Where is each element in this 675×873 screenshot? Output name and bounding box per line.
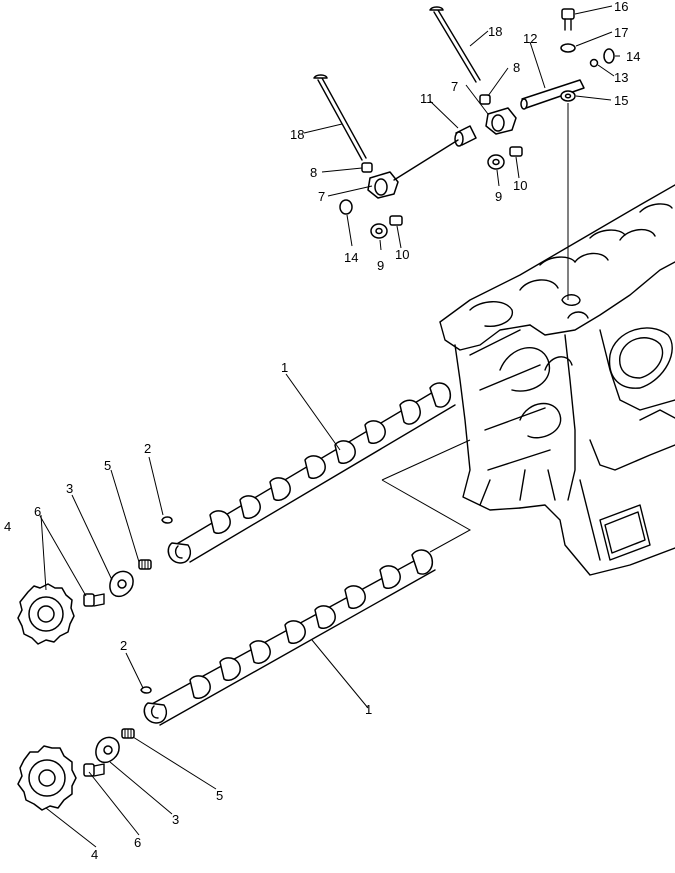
rocker-lever-left (367, 139, 459, 199)
callout-3-lower: 3 (172, 812, 179, 827)
callout-4-lower: 4 (91, 847, 98, 862)
adjust-screw-right (479, 94, 491, 105)
callout-18-right: 18 (488, 24, 502, 39)
callout-18-left: 18 (290, 127, 304, 142)
bolt-upper-6 (83, 593, 105, 607)
engine-block (439, 184, 675, 576)
callout-3-upper: 3 (66, 481, 73, 496)
callout-14-right: 14 (626, 49, 640, 64)
pin-lower-5 (121, 728, 135, 739)
callout-1-upper: 1 (281, 360, 288, 375)
callout-10-right: 10 (513, 178, 527, 193)
callout-15: 15 (614, 93, 628, 108)
pin-upper-5 (138, 559, 152, 570)
callout-8-right: 8 (513, 60, 520, 75)
pushrod-right (429, 6, 481, 83)
key-lower-2 (140, 686, 152, 694)
pin-left-10 (389, 215, 403, 226)
bushing-11 (454, 125, 477, 147)
washer-left-14 (339, 199, 353, 215)
callout-2-lower: 2 (120, 638, 127, 653)
callout-14-left: 14 (344, 250, 358, 265)
pin-right-10 (509, 146, 523, 157)
roller-left-9 (370, 223, 388, 239)
callout-7-right: 7 (451, 79, 458, 94)
callout-1-lower: 1 (365, 702, 372, 717)
callout-7-left: 7 (318, 189, 325, 204)
rocker-shaft-12 (520, 79, 585, 110)
callout-4-upper: 4 (4, 519, 11, 534)
reference-lines (381, 439, 472, 553)
gear-lower (17, 745, 77, 811)
thrust-plate-lower (95, 736, 120, 764)
thrust-plate-upper (109, 570, 134, 598)
callout-6-lower: 6 (134, 835, 141, 850)
callout-10-left: 10 (395, 247, 409, 262)
callout-5-lower: 5 (216, 788, 223, 803)
bolt-16 (561, 8, 575, 31)
camshaft-lower (143, 549, 436, 726)
gear-upper (17, 583, 75, 645)
callout-17: 17 (614, 25, 628, 40)
leader-lines (39, 5, 620, 848)
adjust-screw-left (361, 162, 373, 173)
callout-11: 11 (420, 91, 434, 106)
rocker-lever-right (485, 107, 517, 135)
roller-right-9 (487, 154, 505, 170)
callout-9-right: 9 (495, 189, 502, 204)
camshaft-upper (167, 382, 456, 564)
callout-12: 12 (523, 31, 537, 46)
washer-14-right (603, 48, 615, 64)
key-upper-2 (161, 516, 173, 524)
callout-8-left: 8 (310, 165, 317, 180)
callout-2-upper: 2 (144, 441, 151, 456)
callout-6-upper: 6 (34, 504, 41, 519)
callout-9-left: 9 (377, 258, 384, 273)
washer-17 (560, 43, 576, 53)
pin-13 (589, 58, 599, 68)
callout-16: 16 (614, 0, 628, 14)
callout-13: 13 (614, 70, 628, 85)
pushrod-left (313, 74, 367, 161)
bolt-lower-6 (83, 763, 105, 777)
callout-labels: 1 1 2 2 3 3 4 4 5 5 6 6 7 7 8 8 9 9 10 1… (4, 0, 640, 862)
washer-15 (560, 90, 576, 102)
callout-5-upper: 5 (104, 458, 111, 473)
